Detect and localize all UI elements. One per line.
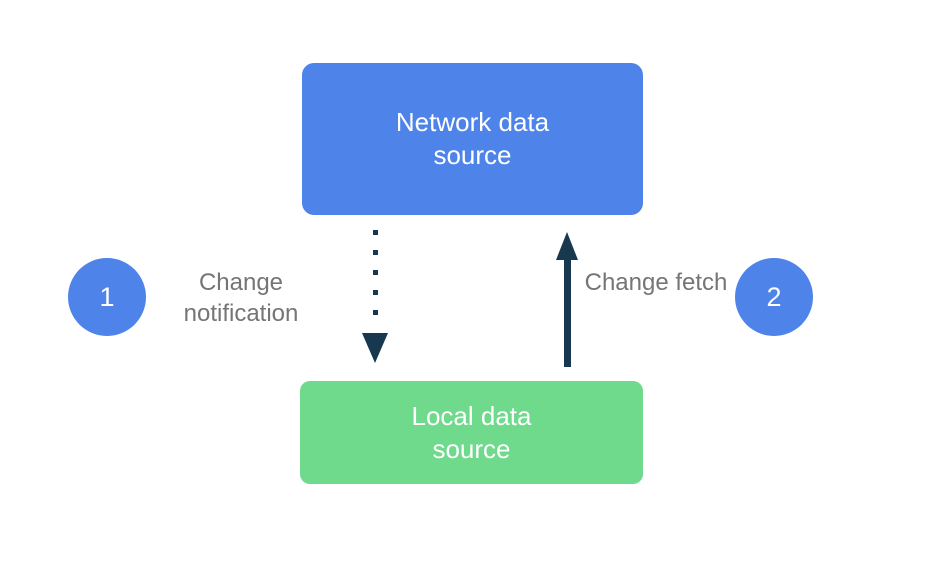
change-fetch-arrow — [556, 232, 578, 367]
local-data-source-label: Local data source — [411, 400, 532, 464]
arrow-down-icon — [362, 333, 388, 363]
arrow-up-icon — [556, 232, 578, 260]
step-2-badge: 2 — [735, 258, 813, 336]
dotted-line — [372, 230, 378, 330]
network-data-source-node: Network data source — [302, 63, 643, 215]
step-1-badge: 1 — [68, 258, 146, 336]
step-1-badge-number: 1 — [99, 281, 115, 312]
solid-line — [563, 256, 571, 367]
network-data-source-label: Network data source — [395, 107, 550, 170]
change-notification-label: Change notification — [183, 269, 299, 327]
change-fetch-label: Change fetch — [584, 269, 728, 296]
change-notification-arrow — [362, 230, 388, 363]
step-2-badge-number: 2 — [766, 281, 782, 312]
local-data-source-node: Local data source — [300, 381, 643, 484]
